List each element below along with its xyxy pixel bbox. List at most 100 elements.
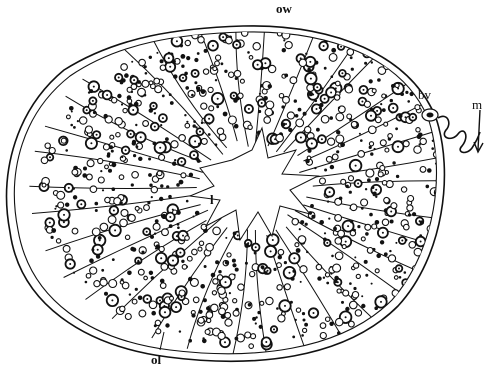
oocyte <box>325 273 329 277</box>
oocyte <box>388 134 393 139</box>
oocyte-nucleus <box>285 123 287 125</box>
oocyte <box>201 224 207 230</box>
oocyte <box>72 228 78 234</box>
oocyte <box>200 284 205 289</box>
oocyte <box>345 86 352 93</box>
oocyte <box>372 248 375 251</box>
oocyte <box>154 233 156 235</box>
oocyte <box>83 167 87 171</box>
oocyte <box>350 301 358 309</box>
oocyte <box>70 190 72 192</box>
oocyte <box>384 197 390 203</box>
oocyte <box>361 295 363 297</box>
oocyte <box>150 235 154 239</box>
oocyte <box>180 44 183 47</box>
oocyte <box>355 310 361 316</box>
oocyte <box>299 59 306 66</box>
oocyte <box>85 281 88 284</box>
oocyte <box>198 143 201 146</box>
oocyte-nucleus <box>159 147 161 149</box>
oocyte <box>399 276 402 279</box>
oocyte <box>160 124 162 126</box>
oocyte <box>77 120 79 122</box>
oocyte <box>395 127 398 130</box>
oocyte-nucleus <box>222 36 224 38</box>
oocyte <box>155 320 160 325</box>
oocyte <box>405 91 408 94</box>
oocyte <box>213 227 221 235</box>
oocyte <box>155 244 160 249</box>
oocyte <box>324 169 327 172</box>
oocyte <box>389 250 391 252</box>
oocyte <box>300 220 304 224</box>
oocyte-nucleus <box>118 77 120 79</box>
oocyte <box>188 339 192 343</box>
oocyte <box>96 254 100 258</box>
oocyte <box>215 61 220 66</box>
oocyte <box>165 323 169 327</box>
oocyte-nucleus <box>380 301 382 303</box>
oocyte <box>156 329 161 334</box>
oocyte <box>304 323 308 327</box>
oocyte <box>283 96 290 103</box>
oocyte <box>216 55 221 60</box>
oocyte-nucleus <box>361 101 363 103</box>
oocyte <box>151 311 156 316</box>
oocyte <box>58 202 64 208</box>
oocyte <box>121 278 124 281</box>
oocyte <box>376 254 381 259</box>
oocyte <box>225 312 231 318</box>
oocyte-nucleus <box>445 189 447 191</box>
oocyte-nucleus <box>140 136 142 138</box>
oocyte <box>54 208 56 210</box>
oocyte <box>212 291 216 295</box>
oocyte-nucleus <box>169 66 171 68</box>
oocyte <box>346 185 349 188</box>
oocyte <box>347 114 352 119</box>
oocyte <box>354 256 356 258</box>
oocyte <box>211 304 218 311</box>
oocyte <box>451 151 455 155</box>
oocyte <box>284 284 290 290</box>
oocyte <box>240 79 244 83</box>
oocyte <box>191 94 194 97</box>
oocyte-nucleus <box>233 95 235 97</box>
oocyte-nucleus <box>313 312 315 314</box>
oocyte <box>456 204 461 209</box>
oocyte-nucleus <box>397 146 399 148</box>
oocyte <box>206 306 210 310</box>
oocyte <box>358 151 365 158</box>
oocyte-nucleus <box>92 100 94 102</box>
oocyte <box>159 154 165 160</box>
oocyte <box>85 126 92 133</box>
oocyte-nucleus <box>69 263 71 265</box>
oocyte-nucleus <box>176 40 178 42</box>
oocyte <box>141 251 144 254</box>
oocyte <box>431 147 434 150</box>
oocyte <box>235 268 239 272</box>
oocyte <box>369 213 373 217</box>
oocyte <box>349 282 352 285</box>
oocyte <box>225 237 227 239</box>
label-l: l <box>210 193 214 206</box>
oocyte-nucleus <box>446 203 448 205</box>
oocyte <box>51 236 54 239</box>
oocyte <box>69 106 74 111</box>
oocyte <box>392 161 395 164</box>
oocyte <box>331 48 336 53</box>
oocyte <box>107 152 110 155</box>
oocyte <box>324 232 326 234</box>
oocyte <box>321 115 329 123</box>
oocyte <box>90 186 97 193</box>
oocyte <box>185 40 190 45</box>
mesentery-arrow <box>474 110 483 152</box>
oocyte <box>136 145 139 148</box>
oocyte <box>335 252 343 260</box>
oocyte <box>440 123 444 127</box>
oocyte <box>317 276 321 280</box>
oocyte <box>204 49 208 53</box>
oocyte <box>124 73 129 78</box>
oocyte <box>282 123 286 127</box>
oocyte <box>120 219 128 227</box>
